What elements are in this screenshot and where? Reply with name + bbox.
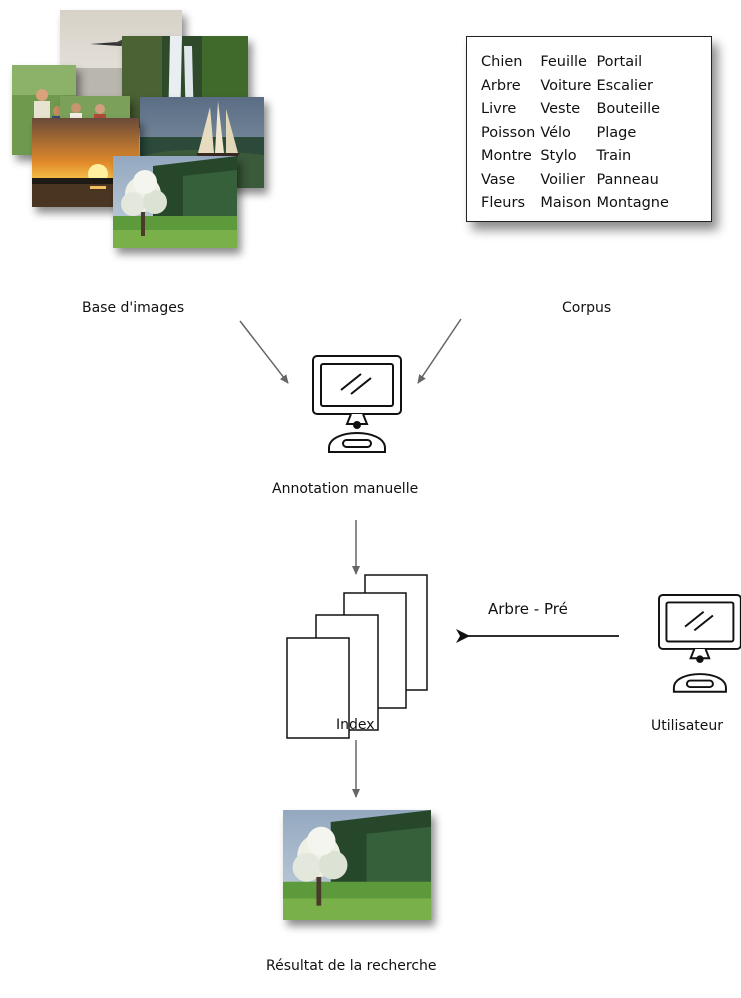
computer-icon <box>312 355 402 453</box>
corpus-word: Veste <box>540 101 581 117</box>
corpus-word: Plage <box>596 124 637 141</box>
arrow-corpus-to-annotation <box>417 318 462 384</box>
label-index: Index <box>336 717 375 733</box>
corpus-word: Voilier <box>540 171 585 188</box>
corpus-word: Portail <box>596 54 643 70</box>
corpus-word: Feuille <box>540 54 587 70</box>
document-stack-icon <box>286 574 428 739</box>
corpus-word: Fleurs <box>481 195 525 211</box>
corpus-word: Escalier <box>596 77 653 94</box>
corpus-word: Panneau <box>596 171 659 188</box>
corpus-row: Livre Veste Bouteille <box>481 98 674 122</box>
corpus-row: Montre Stylo Train <box>481 145 674 169</box>
corpus-row: Arbre Voiture Escalier <box>481 75 674 99</box>
corpus-word: Montagne <box>596 195 669 211</box>
label-user: Utilisateur <box>651 718 724 734</box>
corpus-word: Stylo <box>540 148 577 164</box>
corpus-word: Montre <box>481 148 532 164</box>
label-annotation: Annotation manuelle <box>272 481 419 497</box>
corpus-word: Arbre <box>481 77 521 94</box>
corpus-word: Voiture <box>540 77 592 94</box>
corpus-word: Bouteille <box>596 101 661 117</box>
label-corpus: Corpus <box>562 300 612 316</box>
corpus-word: Livre <box>481 101 517 117</box>
corpus-row: Vase Voilier Panneau <box>481 169 674 193</box>
label-query: Arbre - Pré <box>488 600 568 618</box>
corpus-word: Chien <box>481 54 523 70</box>
arrow-images-to-annotation <box>239 320 289 384</box>
label-base-images: Base d'images <box>82 300 185 316</box>
corpus-word: Poisson <box>481 124 536 141</box>
corpus-word-list: Chien Feuille Portail Arbre Voiture Esca… <box>466 36 712 222</box>
corpus-row: Chien Feuille Portail <box>481 51 674 75</box>
corpus-row: Fleurs Maison Montagne <box>481 192 674 216</box>
label-result: Résultat de la recherche <box>266 958 437 974</box>
corpus-word: Vélo <box>540 124 571 141</box>
corpus-table: Chien Feuille Portail Arbre Voiture Esca… <box>481 51 674 216</box>
result-photo-tree <box>283 810 431 920</box>
user-computer-icon <box>658 594 741 693</box>
corpus-word: Maison <box>540 195 592 211</box>
corpus-word: Vase <box>481 171 516 188</box>
photo-tree <box>113 156 237 248</box>
corpus-word: Train <box>596 148 632 164</box>
corpus-row: Poisson Vélo Plage <box>481 122 674 146</box>
